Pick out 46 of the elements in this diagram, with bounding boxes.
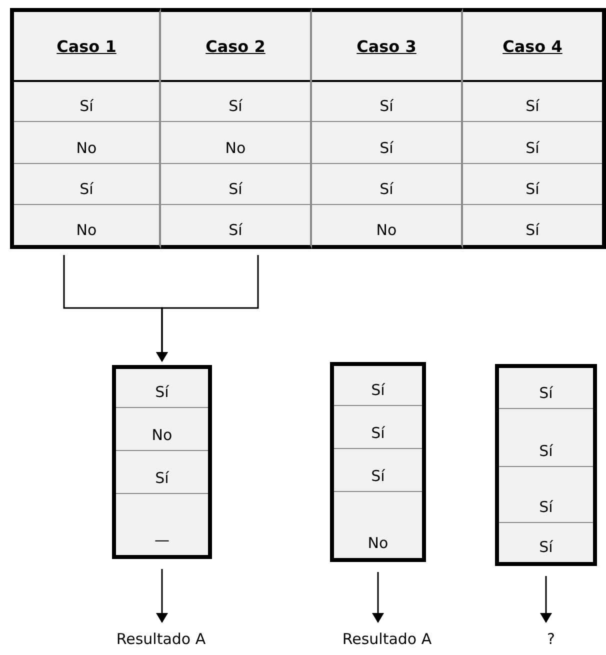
table-cell: Sí [499,466,593,522]
table-cell: Sí [116,450,208,493]
arrow [156,569,168,623]
table-cell: No [334,491,422,558]
table-cell: No [14,121,159,163]
result-label: Resultado A [317,630,457,648]
table-cell: Sí [14,162,159,204]
table-cell: Sí [334,405,422,448]
table-cell: Sí [334,448,422,491]
table-cell: Sí [499,408,593,466]
result-column [495,364,597,566]
table-cell: Sí [312,80,461,122]
table-cell: Sí [463,80,602,122]
table-cell: Sí [161,80,310,122]
column-header: Caso 3 [312,12,461,80]
table-cell: Sí [463,121,602,163]
table-cell: Sí [312,121,461,163]
table-cell: Sí [312,162,461,204]
table-cell: Sí [161,162,310,204]
table-cell: Sí [334,366,422,405]
table-cell: Sí [116,369,208,407]
table-cell: Sí [161,204,310,246]
result-label: ? [481,630,606,648]
table-column [312,8,463,249]
column-header: Caso 1 [14,12,159,80]
table-column [161,8,312,249]
table-cell: Sí [499,368,593,408]
table-cell: No [312,204,461,246]
table-cell: No [161,121,310,163]
arrow [372,572,384,623]
table-column [463,8,606,249]
table-cell: No [116,407,208,450]
result-column [112,365,212,559]
arrow [156,255,259,362]
table-cell: Sí [463,204,602,246]
table-cell: Sí [463,162,602,204]
column-header: Caso 4 [463,12,602,80]
table-cell: Sí [499,522,593,562]
column-header: Caso 2 [161,12,310,80]
table-cell: — [116,493,208,555]
table-cell: Sí [14,80,159,122]
table-cell: No [14,204,159,246]
result-label: Resultado A [91,630,231,648]
result-column [330,362,426,562]
table-column [10,8,161,249]
arrow [540,576,552,623]
